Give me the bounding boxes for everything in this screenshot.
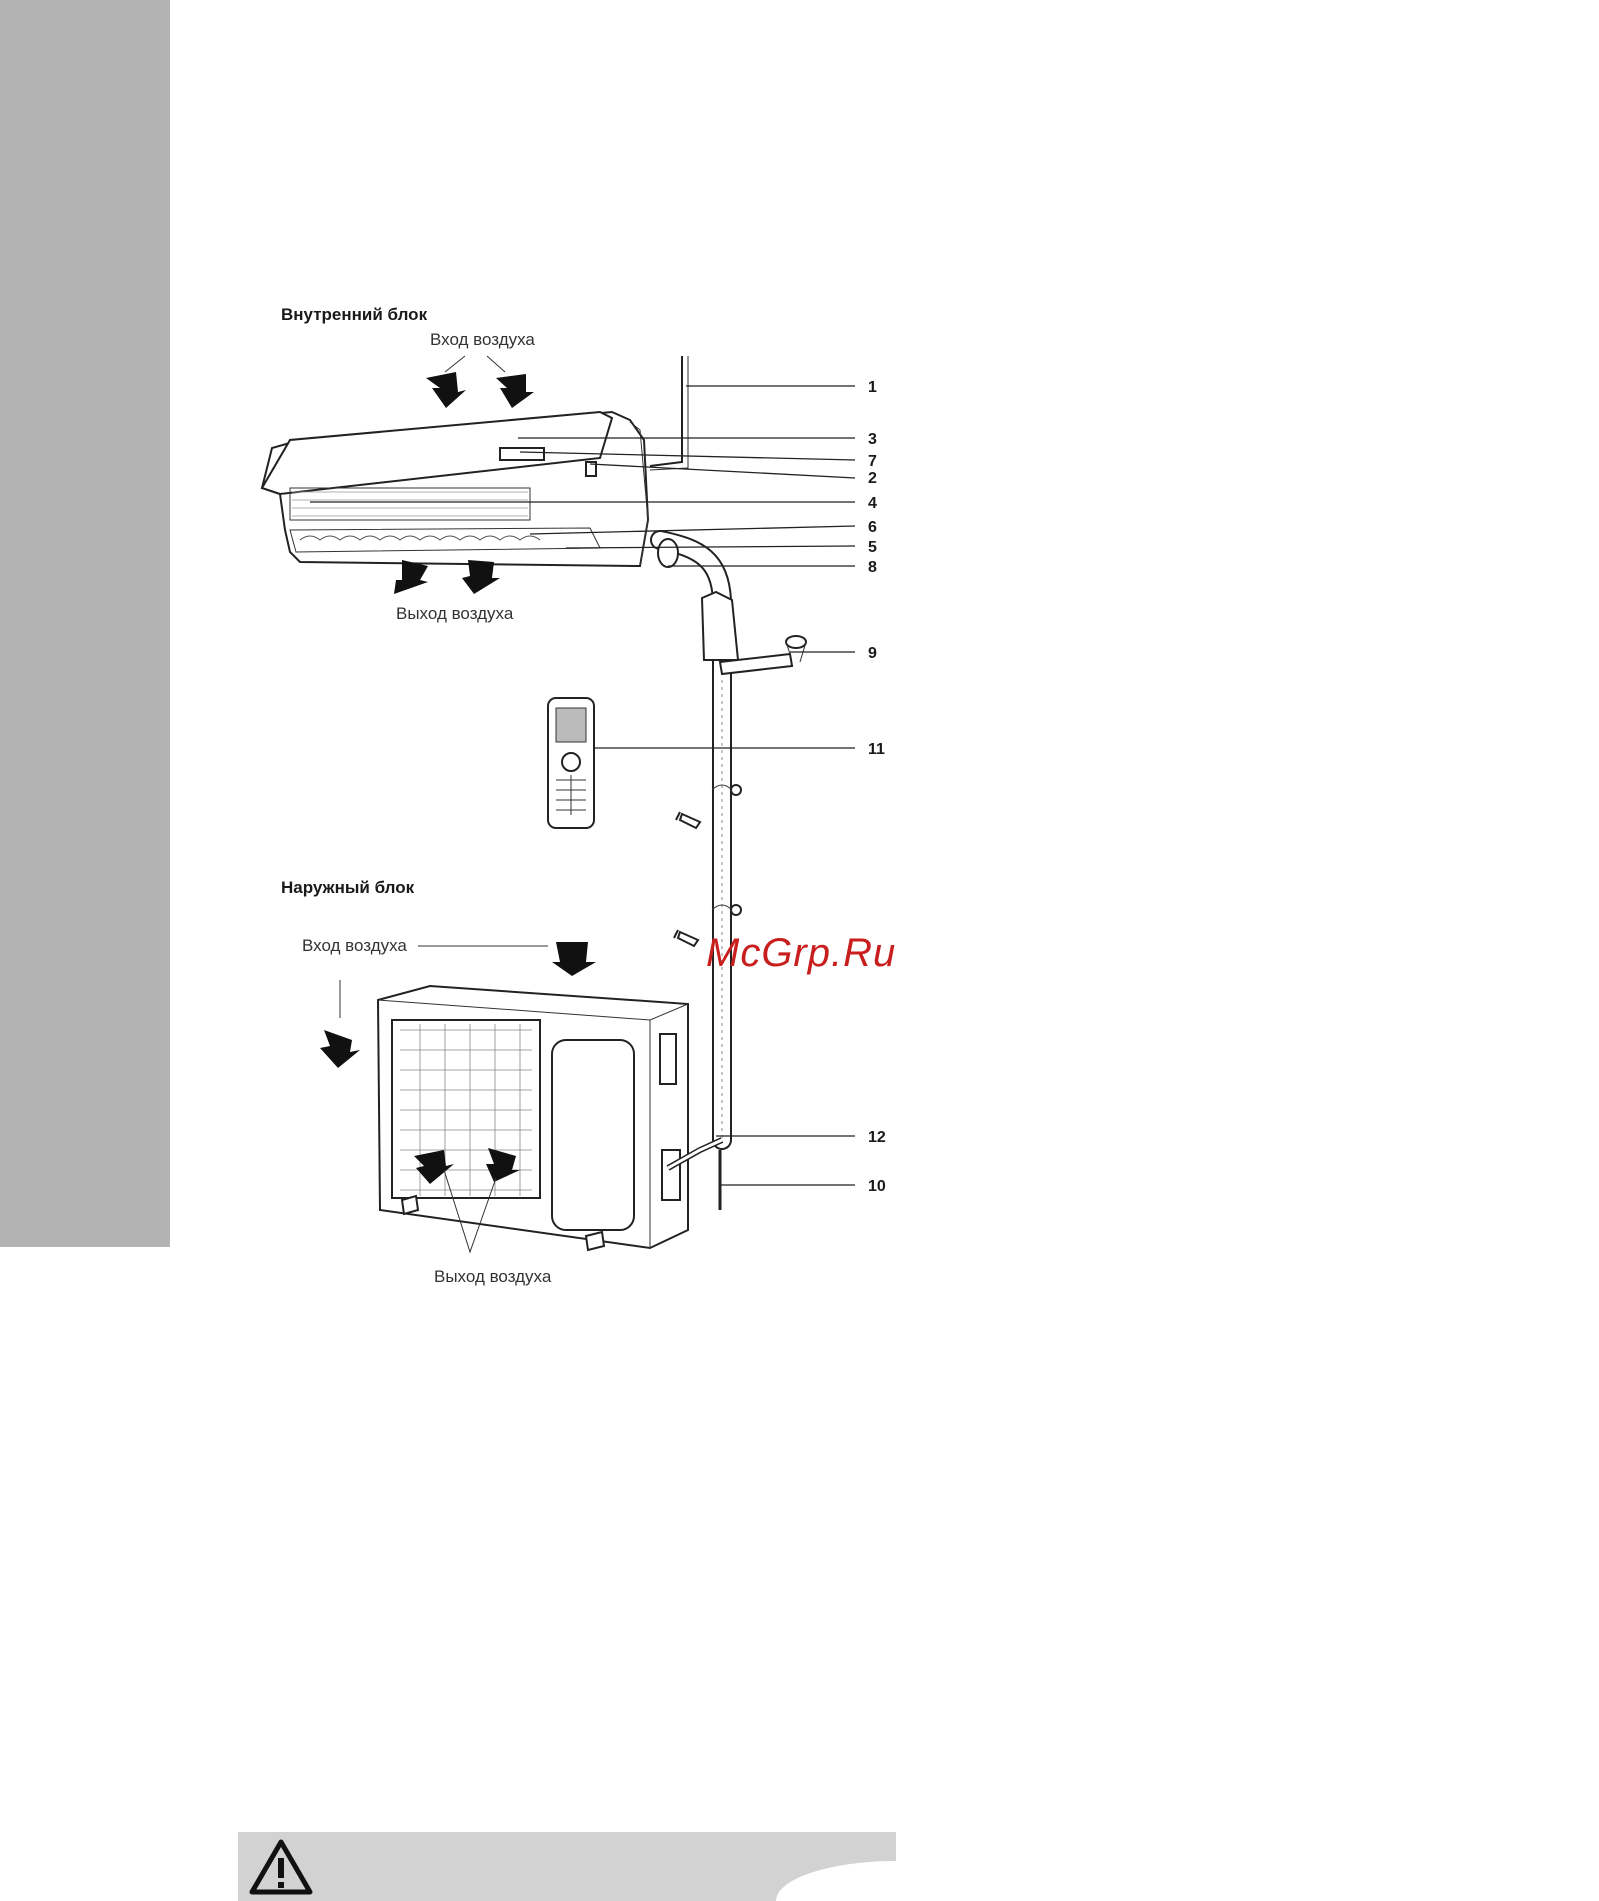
pipe-sleeve [658, 539, 678, 567]
callout-6: 6 [868, 519, 877, 536]
outdoor-air-out-label: Выход воздуха [434, 1267, 552, 1286]
callout-5: 5 [868, 539, 877, 556]
indoor-air-in-label: Вход воздуха [430, 330, 535, 349]
outdoor-handle [660, 1034, 676, 1084]
remote-screen [556, 708, 586, 742]
watermark: McGrp.Ru [706, 931, 896, 975]
indoor-unit [262, 412, 648, 566]
callout-4: 4 [868, 495, 877, 512]
wall-cover [702, 592, 738, 660]
warning-triangle-icon [246, 1836, 316, 1896]
drain-hose-end [786, 636, 806, 648]
indoor-air-out-label: Выход воздуха [396, 604, 514, 623]
outdoor-side-panel [552, 1040, 634, 1230]
remote-nav-button [562, 753, 580, 771]
callout-9: 9 [868, 645, 877, 662]
callout-2: 2 [868, 470, 877, 487]
pipe-clamp [731, 905, 741, 915]
outdoor-air-in-label: Вход воздуха [302, 936, 407, 955]
indoor-air-in-pointers [445, 356, 505, 372]
callout-numbers: 1 3 7 2 4 6 5 8 9 11 12 10 [868, 379, 886, 1195]
indoor-unit-heading: Внутренний блок [281, 305, 428, 324]
callout-12: 12 [868, 1129, 886, 1146]
indoor-display [500, 448, 544, 460]
callout-11: 11 [868, 741, 885, 758]
outdoor-coil-grille [392, 1020, 540, 1198]
callout-10: 10 [868, 1178, 886, 1195]
power-cable [650, 356, 682, 466]
callout-8: 8 [868, 559, 877, 576]
outdoor-unit-heading: Наружный блок [281, 878, 415, 897]
callout-3: 3 [868, 431, 877, 448]
indoor-air-out-arrows [394, 560, 500, 594]
indoor-air-in-arrows [426, 372, 534, 408]
remote-control [548, 698, 594, 828]
callout-7: 7 [868, 453, 877, 470]
pipe-clamp [731, 785, 741, 795]
outdoor-valves [662, 1150, 680, 1200]
callout-1: 1 [868, 379, 877, 396]
mounting-screw [674, 930, 698, 946]
outdoor-unit [378, 986, 688, 1250]
warning-bar [238, 1832, 896, 1901]
mounting-screw [676, 812, 700, 828]
